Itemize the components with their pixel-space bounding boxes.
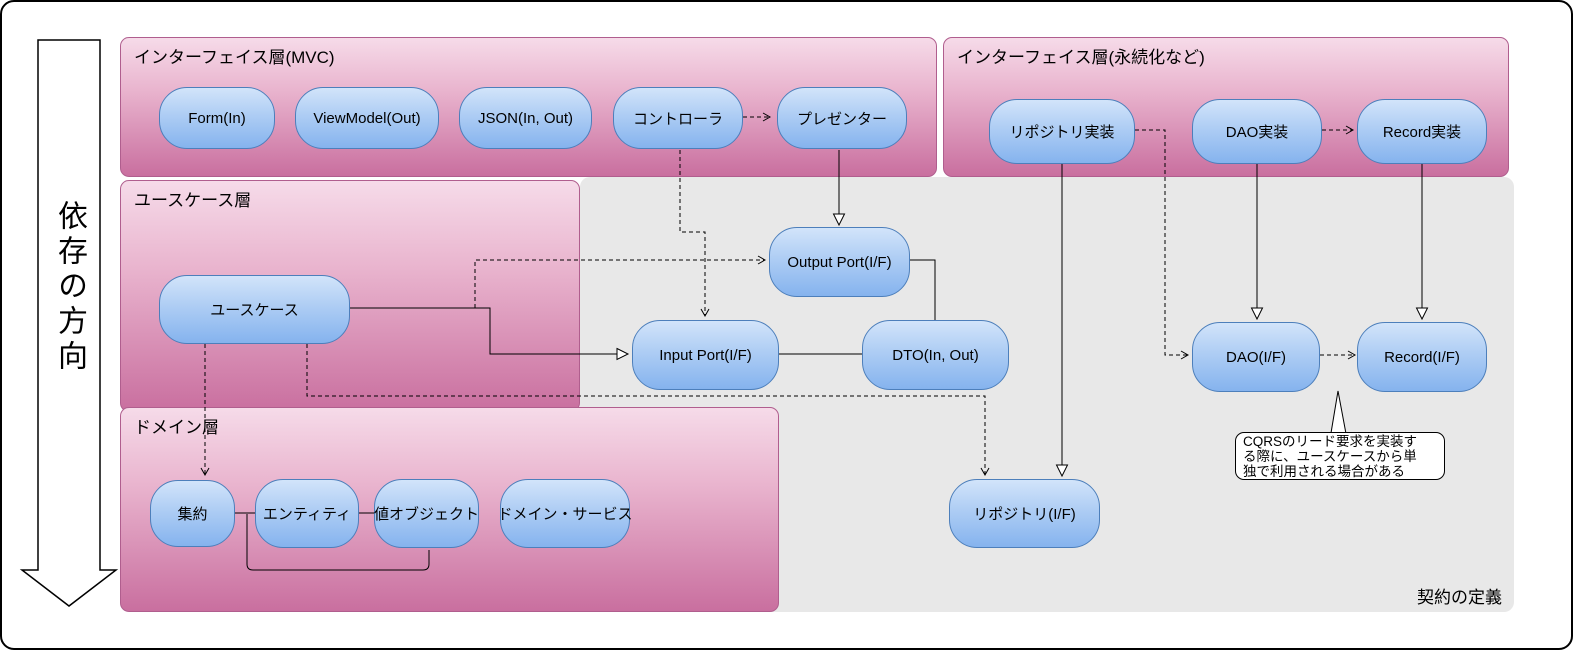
callout-line: CQRSのリード要求を実装す (1243, 434, 1418, 449)
node-dao-impl: DAO実装 (1192, 99, 1322, 164)
node-presenter: プレゼンター (777, 87, 907, 149)
node-repository-impl: リポジトリ実装 (989, 99, 1135, 164)
callout-line: る際に、ユースケースから単 (1243, 449, 1417, 464)
node-aggregate: 集約 (150, 480, 235, 547)
node-dao-if: DAO(I/F) (1192, 322, 1320, 392)
region-label-domain: ドメイン層 (134, 418, 219, 437)
node-repository-if: リポジトリ(I/F) (949, 479, 1100, 548)
region-label-usecase: ユースケース層 (134, 191, 252, 210)
region-label-interface-persistence: インターフェイス層(永続化など) (957, 48, 1205, 67)
node-controller: コントローラ (613, 87, 743, 149)
node-value-object: 値オブジェクト (374, 479, 479, 548)
node-viewmodel: ViewModel(Out) (295, 87, 439, 149)
callout-line: 独で利用される場合がある (1243, 464, 1405, 479)
dependency-direction-label: 依存の方向 (53, 200, 86, 375)
node-input-port: Input Port(I/F) (632, 320, 779, 390)
node-entity: エンティティ (255, 479, 359, 548)
node-record-if: Record(I/F) (1357, 322, 1487, 392)
node-dto: DTO(In, Out) (862, 320, 1009, 390)
contract-definition-label: 契約の定義 (1417, 588, 1502, 607)
callout-cqrs-note: CQRSのリード要求を実装す る際に、ユースケースから単 独で利用される場合があ… (1235, 432, 1445, 480)
node-record-impl: Record実装 (1357, 99, 1487, 164)
node-json: JSON(In, Out) (459, 87, 592, 149)
node-domain-service: ドメイン・サービス (498, 479, 633, 548)
node-output-port: Output Port(I/F) (769, 227, 910, 297)
node-usecase: ユースケース (159, 275, 350, 344)
region-label-interface-mvc: インターフェイス層(MVC) (134, 48, 335, 67)
node-form: Form(In) (159, 87, 275, 149)
